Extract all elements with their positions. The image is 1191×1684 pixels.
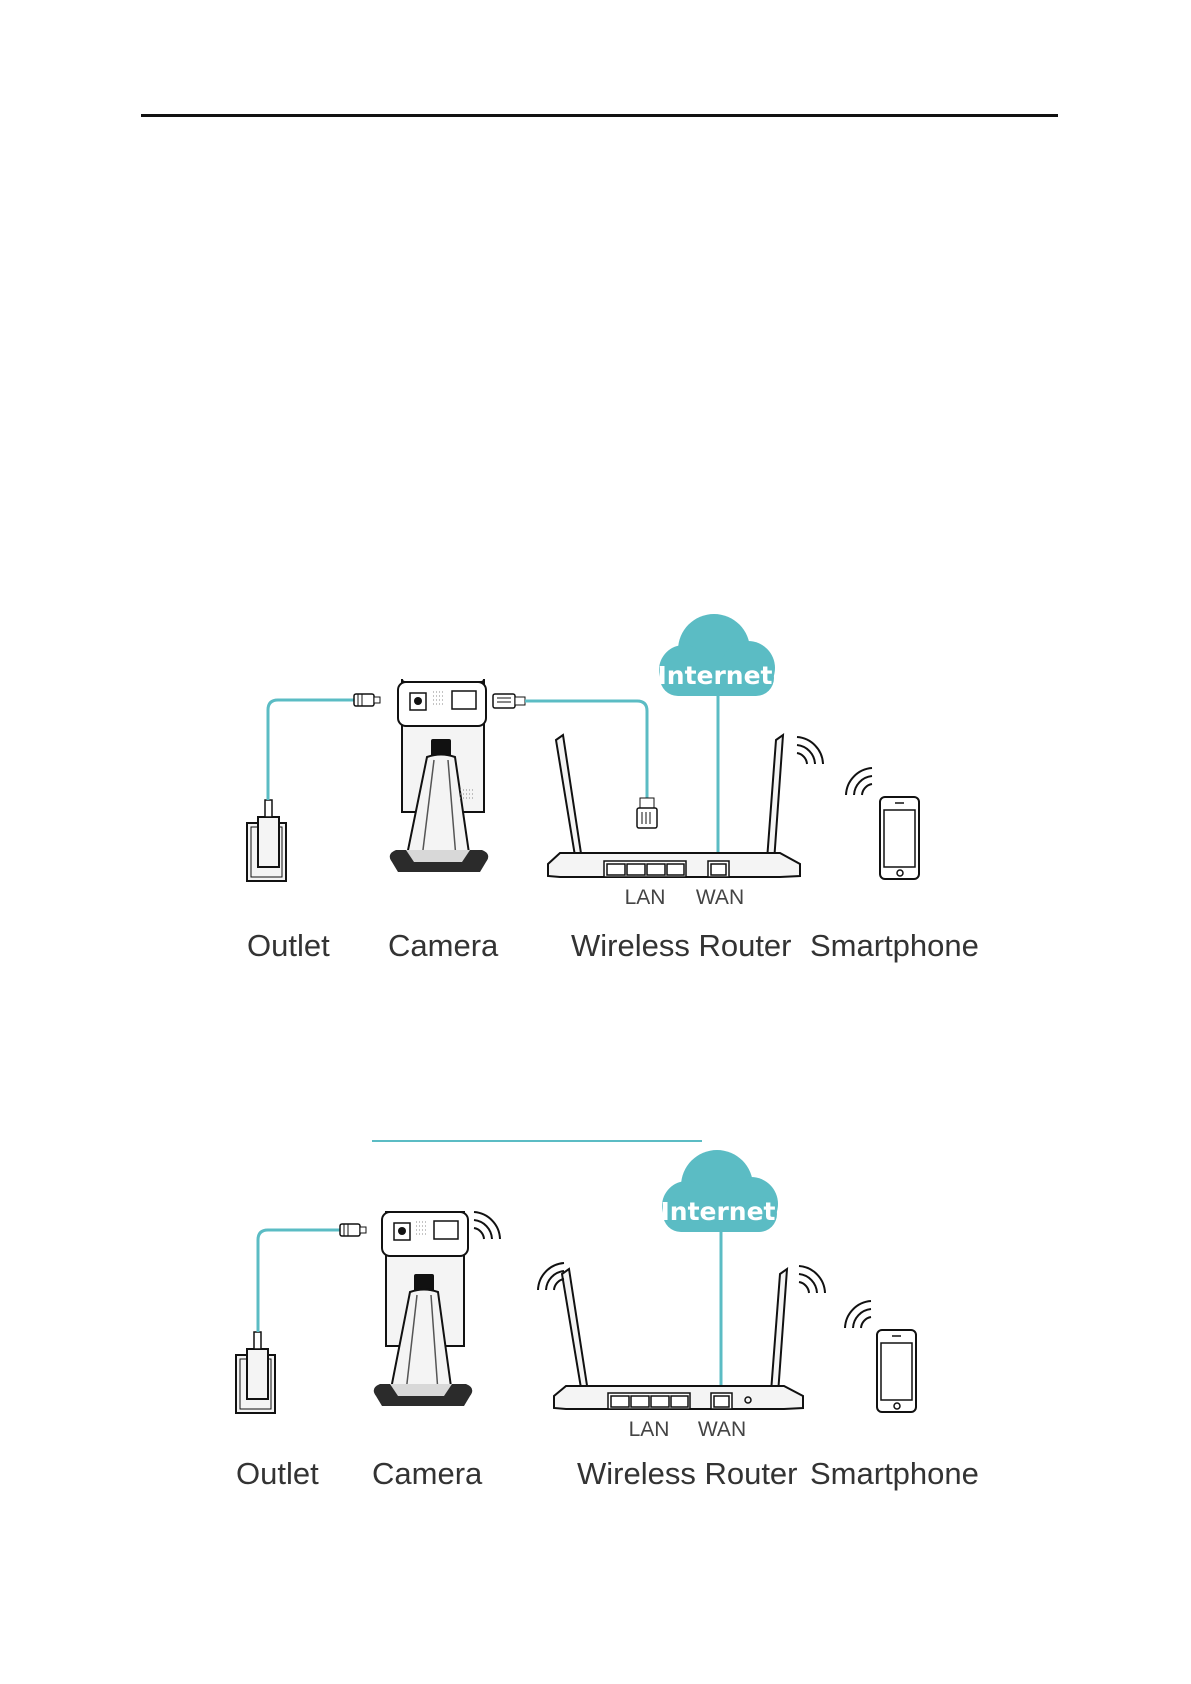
outlet-label: Outlet	[247, 928, 330, 963]
wifi-signal-icon	[538, 1263, 564, 1290]
smartphone-icon	[877, 1330, 916, 1412]
cloud-label: Internet	[657, 661, 772, 690]
wifi-signal-icon	[474, 1212, 500, 1239]
wifi-signal-icon	[846, 768, 872, 795]
phone-label: Smartphone	[810, 928, 979, 963]
router-icon	[548, 735, 800, 877]
router-label: Wireless Router	[571, 928, 792, 963]
internet-cloud-icon: Internet	[660, 1150, 778, 1232]
power-plug-icon	[340, 1224, 366, 1236]
power-outlet-icon	[236, 1332, 275, 1413]
lan-port-label: LAN	[629, 1418, 670, 1441]
wireless-connection-diagram: Internet	[0, 1155, 1191, 1515]
wifi-signal-icon	[797, 737, 823, 764]
power-outlet-icon	[247, 800, 286, 881]
ethernet-plug-icon	[637, 798, 657, 828]
ethernet-plug-icon	[493, 694, 525, 708]
camera-label: Camera	[372, 1456, 483, 1491]
section-underline	[372, 1140, 702, 1142]
wifi-signal-icon	[799, 1266, 825, 1293]
power-cable	[268, 700, 356, 800]
wan-port-label: WAN	[696, 886, 744, 909]
camera-label: Camera	[388, 928, 499, 963]
internet-cloud-icon: Internet	[657, 614, 775, 696]
camera-icon	[374, 1212, 473, 1406]
camera-icon	[390, 679, 489, 872]
lan-port-label: LAN	[625, 886, 666, 909]
phone-label: Smartphone	[810, 1456, 979, 1491]
wifi-signal-icon	[845, 1301, 871, 1328]
cloud-label: Internet	[660, 1197, 775, 1226]
router-label: Wireless Router	[577, 1456, 798, 1491]
wired-connection-diagram: Internet	[0, 600, 1191, 980]
wan-port-label: WAN	[698, 1418, 746, 1441]
power-plug-icon	[354, 694, 380, 706]
top-rule	[141, 114, 1058, 117]
power-cable	[258, 1230, 340, 1332]
smartphone-icon	[880, 797, 919, 879]
ethernet-cable	[525, 701, 647, 798]
outlet-label: Outlet	[236, 1456, 319, 1491]
router-icon	[554, 1269, 803, 1409]
